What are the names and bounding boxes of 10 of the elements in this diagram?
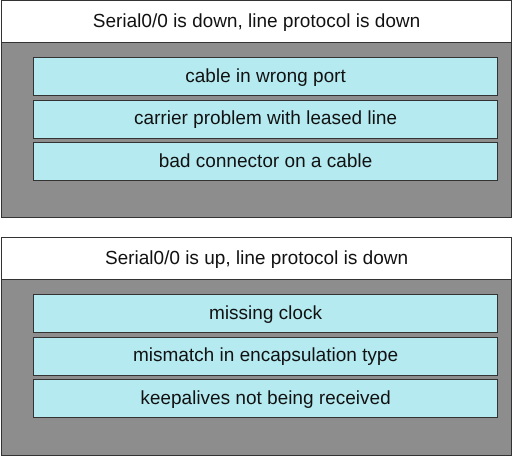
- cause-box: bad connector on a cable: [33, 142, 498, 181]
- cause-box: carrier problem with leased line: [33, 100, 498, 138]
- group-panel: [1, 237, 512, 456]
- header-text: Serial0/0 is up, line protocol is down: [104, 248, 408, 270]
- cause-box: cable in wrong port: [33, 57, 498, 96]
- cause-box: keepalives not being received: [33, 379, 498, 418]
- cause-box: missing clock: [33, 294, 498, 333]
- cause-box: mismatch in encapsulation type: [33, 336, 498, 376]
- header-text: Serial0/0 is down, line protocol is down: [92, 10, 420, 32]
- group-panel: [1, 0, 512, 218]
